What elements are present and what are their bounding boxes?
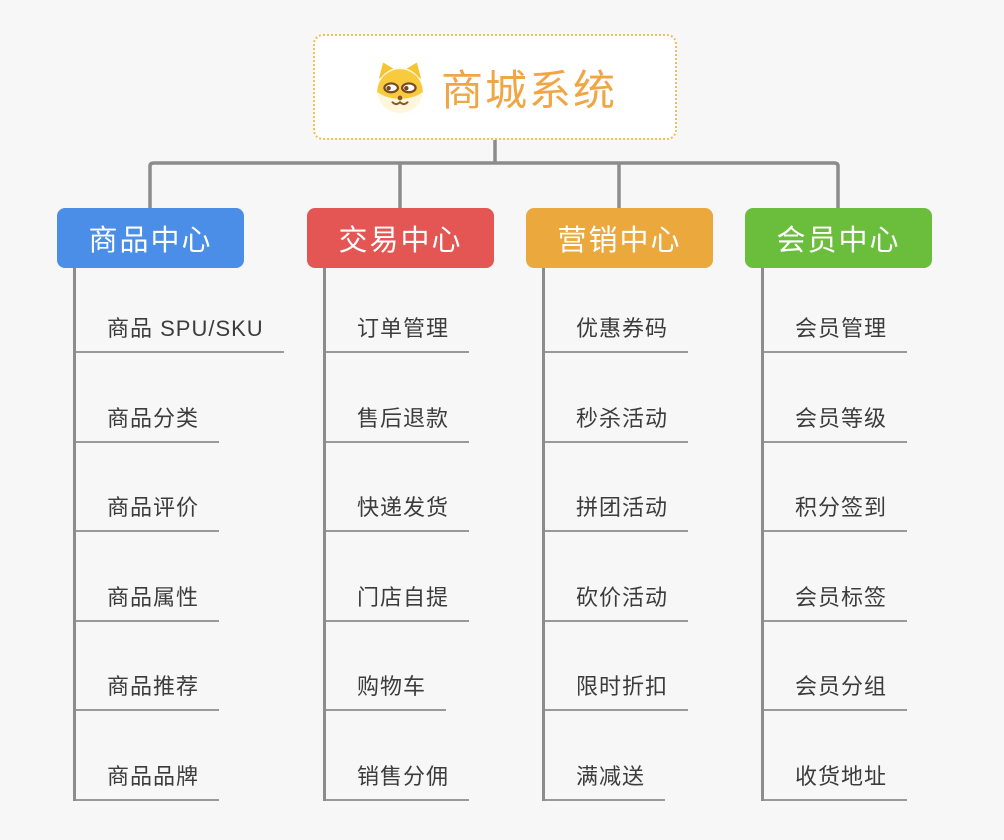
subtopic-row: 积分签到 [764, 443, 908, 533]
subtopic-row: 收货地址 [764, 711, 908, 801]
subtopic-node[interactable]: 优惠券码 [545, 311, 689, 353]
subtopic-node[interactable]: 商品评价 [76, 490, 220, 533]
subtopic-row: 拼团活动 [545, 443, 689, 533]
subtopic-node[interactable]: 商品推荐 [76, 669, 220, 712]
subtopic-node[interactable]: 收货地址 [764, 759, 908, 801]
subtopic-row: 会员分组 [764, 622, 908, 712]
subtopic-node[interactable]: 快递发货 [326, 490, 470, 533]
subtopic-node[interactable]: 积分签到 [764, 490, 908, 533]
branch-node-label: 交易中心 [338, 225, 463, 257]
branch-trade-center: 交易中心 订单管理售后退款快递发货门店自提购物车销售分佣 [307, 0, 527, 840]
subtopic-row: 销售分佣 [326, 711, 470, 801]
subtopic-row: 商品评价 [76, 443, 284, 533]
subtopic-node[interactable]: 秒杀活动 [545, 401, 689, 443]
subtopic-node[interactable]: 会员标签 [764, 580, 908, 622]
subtopic-row: 商品分类 [76, 353, 284, 443]
branch-node-member-center[interactable]: 会员中心 [745, 208, 932, 268]
branch-node-label: 营销中心 [557, 225, 682, 257]
root-node-mall-system[interactable]: 商城系统 [313, 34, 677, 140]
subtopic-row: 门店自提 [326, 532, 470, 622]
subtopic-row: 购物车 [326, 622, 469, 712]
subtopic-row: 优惠券码 [545, 268, 689, 353]
branch-node-product-center[interactable]: 商品中心 [57, 208, 244, 268]
branch-member-center: 会员中心 会员管理会员等级积分签到会员标签会员分组收货地址 [745, 0, 965, 840]
branch-subtopics-marketing-center: 优惠券码秒杀活动拼团活动砍价活动限时折扣满减送 [542, 268, 689, 801]
branch-node-marketing-center[interactable]: 营销中心 [526, 208, 713, 268]
subtopic-node[interactable]: 商品 SPU/SKU [76, 311, 284, 353]
subtopic-row: 会员管理 [764, 268, 908, 353]
branch-marketing-center: 营销中心 优惠券码秒杀活动拼团活动砍价活动限时折扣满减送 [526, 0, 746, 840]
subtopic-node[interactable]: 商品分类 [76, 401, 220, 443]
subtopic-row: 商品品牌 [76, 711, 284, 801]
root-node-label: 商城系统 [440, 66, 617, 114]
subtopic-node[interactable]: 会员分组 [764, 669, 908, 712]
subtopic-row: 商品属性 [76, 532, 284, 622]
subtopic-node[interactable]: 砍价活动 [545, 580, 689, 622]
subtopic-row: 商品推荐 [76, 622, 284, 712]
subtopic-row: 快递发货 [326, 443, 470, 533]
subtopic-row: 砍价活动 [545, 532, 689, 622]
subtopic-node[interactable]: 限时折扣 [545, 669, 689, 712]
subtopic-node[interactable]: 销售分佣 [326, 759, 470, 801]
subtopic-node[interactable]: 商品属性 [76, 580, 220, 622]
subtopic-row: 限时折扣 [545, 622, 689, 712]
subtopic-node[interactable]: 订单管理 [326, 311, 470, 353]
subtopic-node[interactable]: 售后退款 [326, 401, 470, 443]
subtopic-node[interactable]: 拼团活动 [545, 490, 689, 533]
subtopic-node[interactable]: 门店自提 [326, 580, 470, 622]
subtopic-row: 订单管理 [326, 268, 470, 353]
subtopic-node[interactable]: 会员等级 [764, 401, 908, 443]
subtopic-row: 会员等级 [764, 353, 908, 443]
branch-subtopics-trade-center: 订单管理售后退款快递发货门店自提购物车销售分佣 [323, 268, 470, 801]
branch-subtopics-product-center: 商品 SPU/SKU 商品分类商品评价商品属性商品推荐商品品牌 [73, 268, 284, 801]
branch-node-trade-center[interactable]: 交易中心 [307, 208, 494, 268]
subtopic-node[interactable]: 购物车 [326, 669, 447, 712]
subtopic-row: 商品 SPU/SKU [76, 268, 284, 353]
branch-node-label: 商品中心 [88, 225, 213, 257]
subtopic-node[interactable]: 商品品牌 [76, 759, 220, 801]
subtopic-row: 售后退款 [326, 353, 470, 443]
branch-node-label: 会员中心 [776, 225, 901, 257]
subtopic-row: 会员标签 [764, 532, 908, 622]
dog-face-icon [377, 62, 423, 114]
branch-product-center: 商品中心 商品 SPU/SKU 商品分类商品评价商品属性商品推荐商品品牌 [57, 0, 284, 840]
subtopic-node[interactable]: 会员管理 [764, 311, 908, 353]
subtopic-node[interactable]: 满减送 [545, 759, 666, 801]
branch-subtopics-member-center: 会员管理会员等级积分签到会员标签会员分组收货地址 [761, 268, 908, 801]
subtopic-row: 满减送 [545, 711, 688, 801]
subtopic-row: 秒杀活动 [545, 353, 689, 443]
